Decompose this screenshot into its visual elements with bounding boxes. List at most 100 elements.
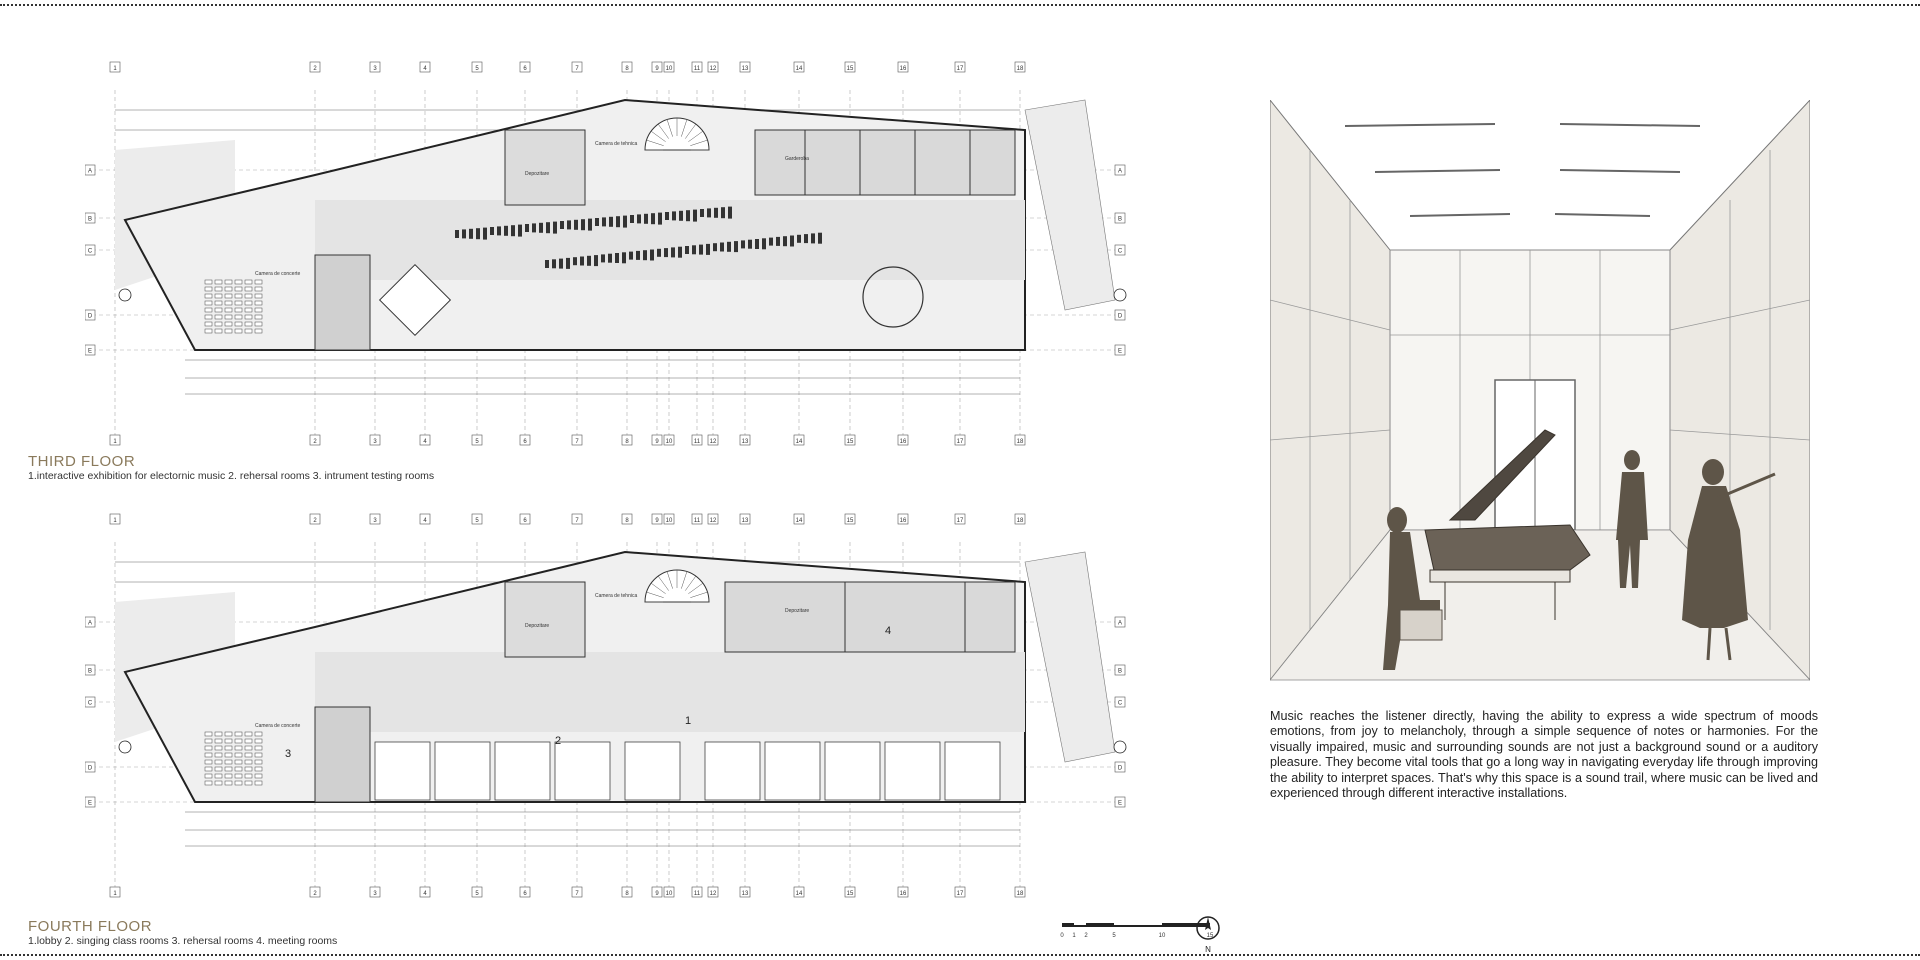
class-room bbox=[434, 741, 491, 801]
axis-number-box bbox=[419, 434, 431, 446]
axis-number: 18 bbox=[1017, 518, 1024, 524]
corridor bbox=[315, 200, 1025, 280]
axis-number-box bbox=[707, 513, 719, 525]
axis-letter-box bbox=[85, 344, 96, 356]
axis-number-box bbox=[109, 61, 121, 73]
room-number: 1 bbox=[685, 715, 691, 727]
axis-number: 1 bbox=[113, 66, 117, 72]
seat bbox=[254, 738, 263, 744]
axis-number-box bbox=[519, 434, 531, 446]
exhibit-bar bbox=[455, 230, 459, 238]
top-border bbox=[0, 4, 1920, 6]
exhibit-bar bbox=[545, 260, 549, 268]
class-room bbox=[494, 741, 551, 801]
axis-number: 7 bbox=[575, 891, 579, 897]
exhibit-bar bbox=[679, 210, 683, 221]
axis-number-box bbox=[651, 434, 663, 446]
seat bbox=[234, 300, 243, 306]
room-number: 4 bbox=[885, 625, 891, 637]
exhibit-bar bbox=[693, 209, 697, 222]
exhibit-bar bbox=[622, 252, 626, 264]
seat bbox=[224, 766, 233, 772]
axis-number: 8 bbox=[625, 518, 629, 524]
room bbox=[964, 581, 1016, 653]
axis-letter: C bbox=[88, 249, 93, 255]
axis-number-box bbox=[954, 61, 966, 73]
axis-letter-box bbox=[1114, 212, 1126, 224]
axis-number-box bbox=[954, 886, 966, 898]
axis-letter-box bbox=[1114, 616, 1126, 628]
class-room bbox=[554, 741, 611, 801]
axis-number-box bbox=[309, 513, 321, 525]
seat bbox=[214, 293, 223, 299]
seat bbox=[254, 279, 263, 285]
axis-number-box bbox=[897, 513, 909, 525]
exhibit-bar bbox=[560, 221, 564, 229]
seat bbox=[204, 766, 213, 772]
axis-number-box bbox=[707, 886, 719, 898]
north-arrow-icon: N bbox=[1193, 914, 1223, 954]
axis-number: 6 bbox=[523, 891, 527, 897]
seat bbox=[224, 293, 233, 299]
seat bbox=[244, 731, 253, 737]
axis-number-box bbox=[739, 513, 751, 525]
fourth-floor-title: FOURTH FLOOR bbox=[28, 918, 153, 935]
room-label: Camera de concerte bbox=[255, 723, 301, 729]
exhibit-bar bbox=[658, 212, 662, 225]
axis-number: 3 bbox=[373, 66, 377, 72]
exhibit-bar bbox=[490, 227, 494, 235]
axis-number: 7 bbox=[575, 66, 579, 72]
axis-number: 5 bbox=[475, 518, 479, 524]
seat bbox=[224, 780, 233, 786]
north-label: N bbox=[1205, 945, 1211, 954]
axis-number: 9 bbox=[655, 439, 659, 445]
service-room bbox=[504, 129, 586, 206]
seat bbox=[234, 780, 243, 786]
axis-number: 7 bbox=[575, 518, 579, 524]
seat bbox=[254, 773, 263, 779]
seat bbox=[244, 307, 253, 313]
seat bbox=[234, 279, 243, 285]
seat bbox=[214, 307, 223, 313]
axis-number-box bbox=[691, 886, 703, 898]
axis-letter: D bbox=[88, 314, 93, 320]
room bbox=[804, 129, 861, 196]
exhibit-bar bbox=[665, 212, 669, 220]
exhibit-bar bbox=[602, 217, 606, 227]
axis-number-box bbox=[369, 886, 381, 898]
exhibit-bar bbox=[566, 257, 570, 269]
exhibit-bar bbox=[574, 219, 578, 230]
room-label: Camera de concerte bbox=[255, 271, 301, 277]
axis-number-box bbox=[651, 886, 663, 898]
axis-number-box bbox=[739, 61, 751, 73]
class-room bbox=[824, 741, 881, 801]
exhibit-bar bbox=[651, 213, 655, 225]
axis-number-box bbox=[369, 513, 381, 525]
axis-number-box bbox=[1014, 434, 1026, 446]
axis-letter-box bbox=[1114, 664, 1126, 676]
axis-number-box bbox=[651, 513, 663, 525]
exhibit-bar bbox=[804, 234, 808, 244]
seat bbox=[254, 731, 263, 737]
axis-number: 5 bbox=[475, 891, 479, 897]
axis-number: 4 bbox=[423, 66, 427, 72]
seat bbox=[204, 759, 213, 765]
axis-number: 10 bbox=[666, 518, 673, 524]
exhibit-bar bbox=[678, 246, 682, 258]
axis-number-box bbox=[663, 434, 675, 446]
axis-number: 2 bbox=[313, 891, 317, 897]
exhibit-bar bbox=[504, 225, 508, 236]
axis-number: 1 bbox=[113, 518, 117, 524]
exhibit-bar bbox=[630, 215, 634, 223]
exhibit-bar bbox=[637, 214, 641, 224]
room-number: 2 bbox=[555, 735, 561, 747]
axis-number-box bbox=[1014, 886, 1026, 898]
axis-number: 8 bbox=[625, 891, 629, 897]
grand-piano bbox=[1424, 429, 1591, 620]
axis-number-box bbox=[897, 61, 909, 73]
axis-number-box bbox=[793, 513, 805, 525]
seat bbox=[204, 752, 213, 758]
seat bbox=[204, 321, 213, 327]
section-marker bbox=[1113, 288, 1127, 302]
exhibit-bar bbox=[636, 250, 640, 260]
